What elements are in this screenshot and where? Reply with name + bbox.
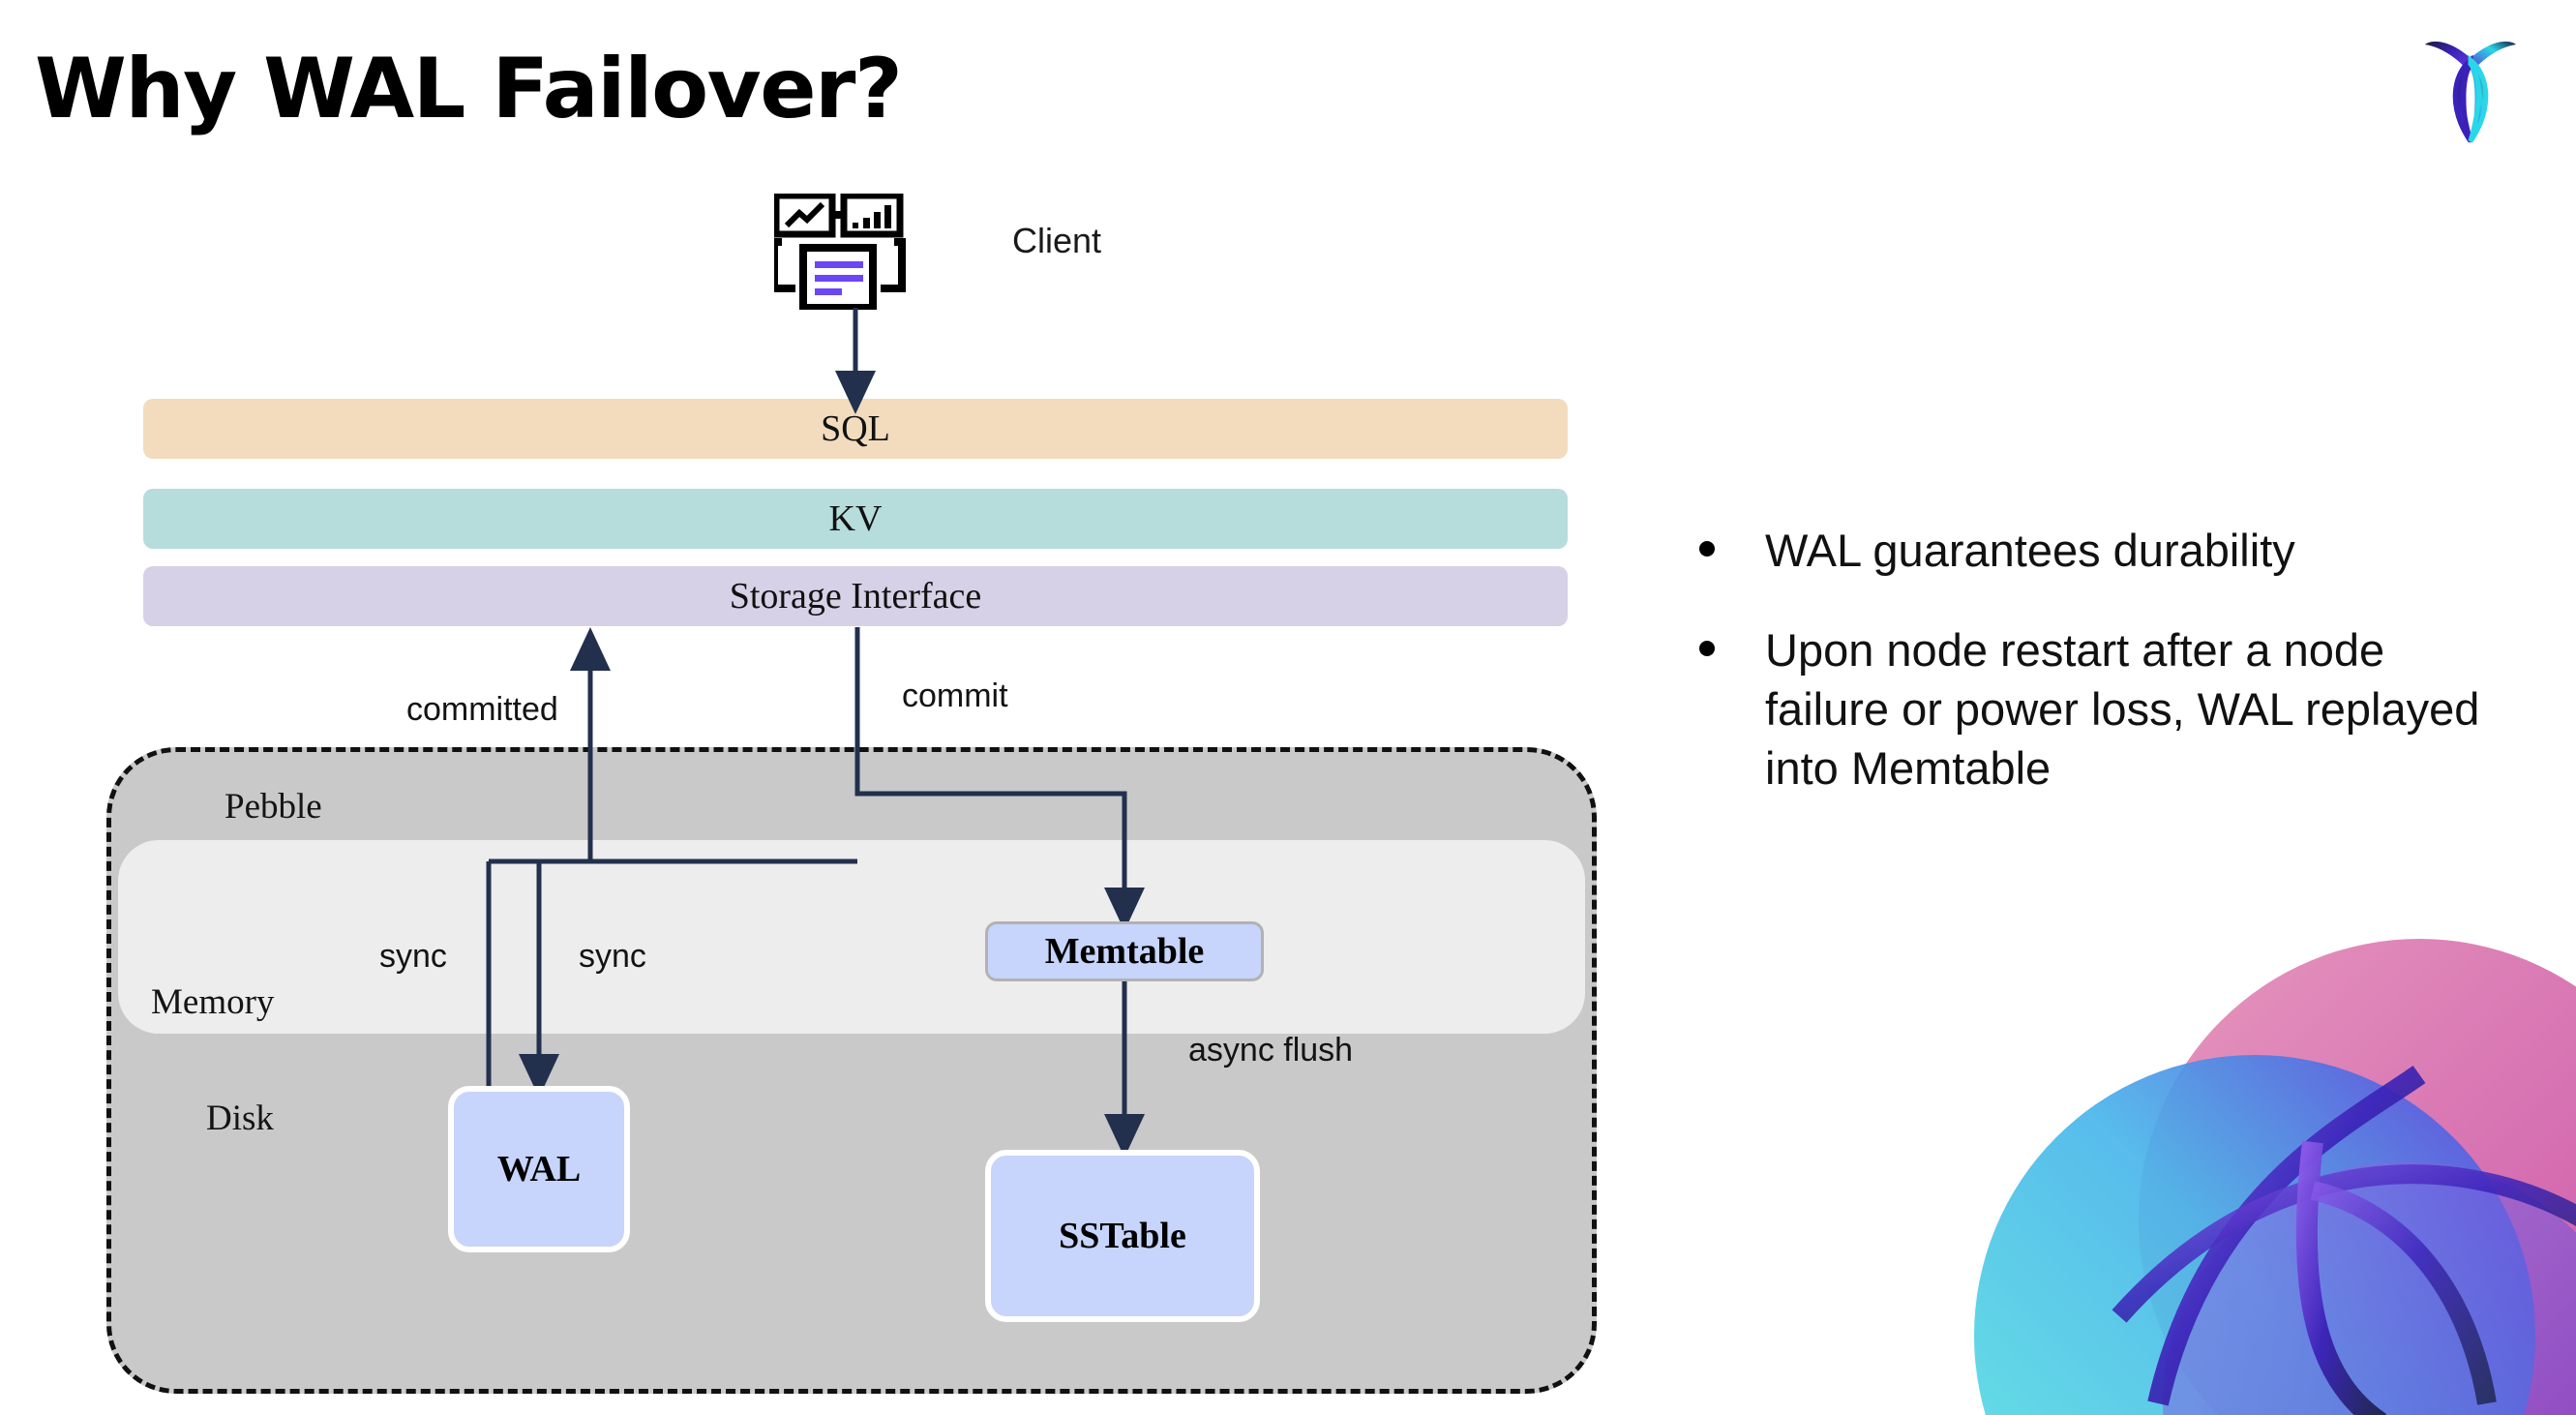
node-label-sstable: SSTable [1059, 1216, 1186, 1256]
node-sstable: SSTable [985, 1150, 1260, 1322]
memory-region [118, 840, 1585, 1034]
pebble-label: Pebble [225, 787, 322, 827]
gradient-circles-watermark-icon [1974, 939, 2576, 1415]
list-item: Upon node restart after a node failure o… [1699, 620, 2512, 798]
layer-label-kv: KV [828, 498, 883, 539]
bullet-text: WAL guarantees durability [1765, 525, 2295, 576]
cockroachdb-logo-icon [2425, 41, 2516, 143]
node-label-memtable: Memtable [1044, 931, 1205, 972]
edge-label-sync-right: sync [579, 938, 646, 975]
architecture-diagram: Client SQL KV Storage Interface Pebble M… [106, 194, 1597, 1394]
bullet-list: WAL guarantees durability Upon node rest… [1699, 521, 2512, 838]
bullet-dot-icon [1699, 541, 1715, 557]
bullet-text: Upon node restart after a node failure o… [1765, 624, 2480, 795]
edge-label-committed: committed [406, 691, 558, 728]
edge-label-async-flush: async flush [1188, 1032, 1354, 1069]
layer-label-storage: Storage Interface [729, 576, 982, 617]
layer-label-sql: SQL [821, 408, 890, 449]
node-memtable: Memtable [985, 921, 1264, 981]
node-label-wal: WAL [496, 1149, 582, 1189]
bullet-dot-icon [1699, 641, 1715, 657]
node-wal: WAL [448, 1086, 630, 1252]
layer-bar-sql: SQL [143, 399, 1568, 459]
layer-bar-kv: KV [143, 489, 1568, 549]
disk-label: Disk [206, 1099, 274, 1138]
edge-label-sync-left: sync [379, 938, 447, 975]
edge-label-commit: commit [902, 677, 1008, 714]
client-dashboard-icon [774, 194, 906, 310]
page-title: Why WAL Failover? [35, 41, 903, 137]
memory-label: Memory [151, 982, 275, 1022]
list-item: WAL guarantees durability [1699, 521, 2512, 580]
layer-bar-storage: Storage Interface [143, 566, 1568, 626]
client-label: Client [1012, 221, 1102, 260]
